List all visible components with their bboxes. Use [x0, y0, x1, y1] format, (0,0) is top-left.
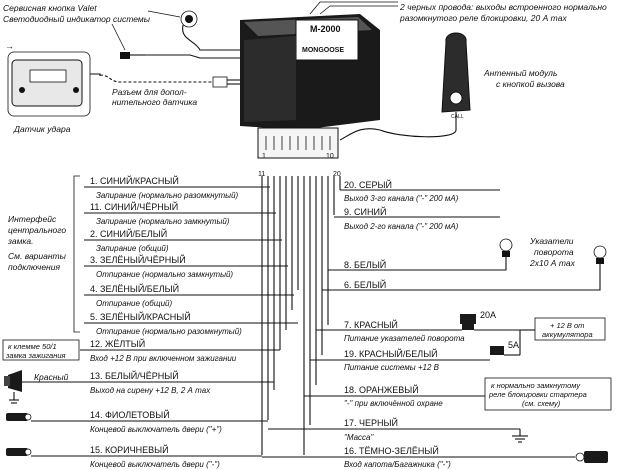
fuse-20a-icon [460, 314, 476, 330]
turn-indicator-left-icon [328, 238, 513, 271]
interface-line-2: центрального [8, 225, 66, 235]
right-wire-2-sub: Выход 2-го канала ("-" 200 мА) [344, 222, 459, 231]
interface-line-5: подключения [8, 262, 60, 272]
ground-icon [512, 429, 528, 443]
door-switch-plus-icon [6, 413, 32, 421]
antenna-label-1: Антенный модуль [483, 68, 557, 78]
left-wire-3-label: 2. СИНИЙ/БЕЛЫЙ [90, 228, 167, 239]
right-wire-8-sub: "Масса" [344, 433, 374, 442]
right-wire-5-label: 7. КРАСНЫЙ [344, 319, 398, 330]
left-wire-2-sub: Запирание (нормально замкнутый) [96, 217, 230, 226]
led-label: Светодиодный индикатор системы [3, 14, 151, 24]
right-wire-4-label: 6. БЕЛЫЙ [344, 279, 386, 290]
left-wire-5-label: 4. ЗЕЛЁНЫЙ/БЕЛЫЙ [90, 283, 179, 294]
valet-pointer [147, 10, 181, 18]
pin-10: 10 [326, 153, 334, 160]
starter-line-1: к нормально замкнутому [491, 381, 581, 390]
battery-line-2: аккумулятора [542, 330, 593, 339]
relay-label-2: разомкнутого реле блокировки, 20 А max [399, 13, 567, 23]
connector-pins [265, 136, 331, 150]
left-wire-5-sub: Отпирание (общий) [96, 299, 172, 308]
right-wire-7-sub: "-" при включённой охране [344, 399, 443, 408]
relay-wire-2 [319, 5, 398, 15]
interface-line-4: См. варианты [8, 251, 67, 261]
valet-button-icon [180, 10, 240, 51]
left-wire-9-sub: Концевой выключатель двери ("+") [90, 425, 222, 434]
antenna-call: CALL [451, 114, 464, 120]
right-wire-3-label: 8. БЕЛЫЙ [344, 259, 386, 270]
shock-sensor-icon [7, 51, 213, 117]
right-wire-5-sub: Питание указателей поворота [344, 334, 465, 343]
left-wire-7-sub: Вход +12 В при включенном зажигании [90, 354, 237, 363]
siren-icon [4, 370, 22, 404]
led-pointer [111, 23, 126, 51]
starter-line-2: реле блокировки стартера [488, 390, 587, 399]
fuse-5a-icon [490, 346, 504, 355]
left-wire-2-label: 11. СИНИЙ/ЧЁРНЫЙ [90, 201, 178, 212]
ignition-line-2: замка зажигания [5, 351, 66, 360]
main-unit: M-2000 MONGOOSE 1 10 11 20 [240, 14, 380, 178]
interface-line-3: замка. [7, 236, 34, 246]
battery-box [534, 317, 606, 341]
unit-brand: MONGOOSE [302, 47, 344, 54]
left-wire-4-label: 3. ЗЕЛЁНЫЙ/ЧЁРНЫЙ [90, 254, 186, 265]
left-wire-6-sub: Отпирание (нормально разомкнутый) [96, 327, 242, 336]
left-wire-9-label: 14. ФИОЛЕТОВЫЙ [90, 409, 170, 420]
indicators-line-3: 2х10 А max [529, 258, 576, 268]
right-wire-9-label: 16. ТЁМНО-ЗЕЛЁНЫЙ [344, 445, 439, 456]
pin-1: 1 [262, 153, 266, 160]
hood-switch-icon [575, 451, 608, 463]
battery-line-1: + 12 В от [550, 321, 584, 330]
ignition-line-1: к клемме 50/1 [8, 342, 57, 351]
harness [261, 176, 341, 455]
indicators-line-1: Указатели [529, 236, 574, 246]
right-wire-9-sub: Вход капота/Багажника ("-") [344, 460, 451, 469]
left-wire-10-sub: Концевой выключатель двери ("-") [90, 460, 220, 469]
antenna-module-icon [339, 32, 471, 141]
left-wire-4-sub: Отпирание (нормально замкнутый) [96, 270, 233, 279]
connector-label-2: нительного датчика [112, 97, 197, 107]
left-wire-1-label: 1. СИНИЙ/КРАСНЫЙ [90, 175, 179, 186]
left-wire-8-sub: Выход на сирену +12 В, 2 А max [90, 386, 211, 395]
right-wire-1-sub: Выход 3-го канала ("-" 200 мА) [344, 194, 459, 203]
interface-bracket [73, 175, 80, 333]
right-wire-1-label: 20. СЕРЫЙ [344, 179, 392, 190]
right-wire-6-label: 19. КРАСНЫЙ/БЕЛЫЙ [344, 348, 438, 359]
interface-line-1: Интерфейс [8, 214, 57, 224]
siren-label: Красный [34, 372, 69, 382]
door-switch-minus-icon [6, 448, 32, 456]
turn-indicator-right-icon [322, 245, 607, 291]
ignition-box [2, 339, 80, 361]
connector-label: Разъем для допол- [112, 87, 187, 97]
pin-11: 11 [258, 171, 265, 178]
pin-20: 20 [333, 171, 341, 178]
left-wire-6-label: 5. ЗЕЛЁНЫЙ/КРАСНЫЙ [90, 311, 191, 322]
fuse-5a-label: 5А [508, 340, 519, 350]
right-wire-8-label: 17. ЧЕРНЫЙ [344, 417, 398, 428]
led-icon [120, 52, 240, 59]
right-wire-6-sub: Питание системы +12 В [344, 363, 440, 372]
left-wire-8-label: 13. БЕЛЫЙ/ЧЁРНЫЙ [90, 370, 179, 381]
left-wire-10-label: 15. КОРИЧНЕВЫЙ [90, 444, 169, 455]
antenna-label-2: с кнопкой вызова [496, 79, 565, 89]
fuse-20a-label: 20А [480, 310, 496, 320]
shock-sensor-label: Датчик удара [13, 124, 71, 134]
starter-line-3: (см. схему) [522, 399, 561, 408]
left-wire-7-label: 12. ЖЁЛТЫЙ [90, 338, 145, 349]
left-wire-1-sub: Запирание (нормально разомкнутый) [96, 191, 239, 200]
shock-arrow-icon: → [5, 41, 14, 51]
starter-box [484, 377, 612, 411]
left-wire-3-sub: Запирание (общий) [96, 244, 169, 253]
unit-model: M-2000 [310, 24, 341, 34]
relay-wire-1 [309, 1, 398, 15]
right-wire-7-label: 18. ОРАНЖЕВЫЙ [344, 384, 419, 395]
connector-icon [212, 76, 240, 88]
right-wire-2-label: 9. СИНИЙ [344, 206, 386, 217]
indicators-line-2: поворота [534, 247, 574, 257]
relay-label-1: 2 черных провода: выходы встроенного нор… [399, 2, 607, 12]
valet-label: Сервисная кнопка Valet [3, 3, 97, 13]
